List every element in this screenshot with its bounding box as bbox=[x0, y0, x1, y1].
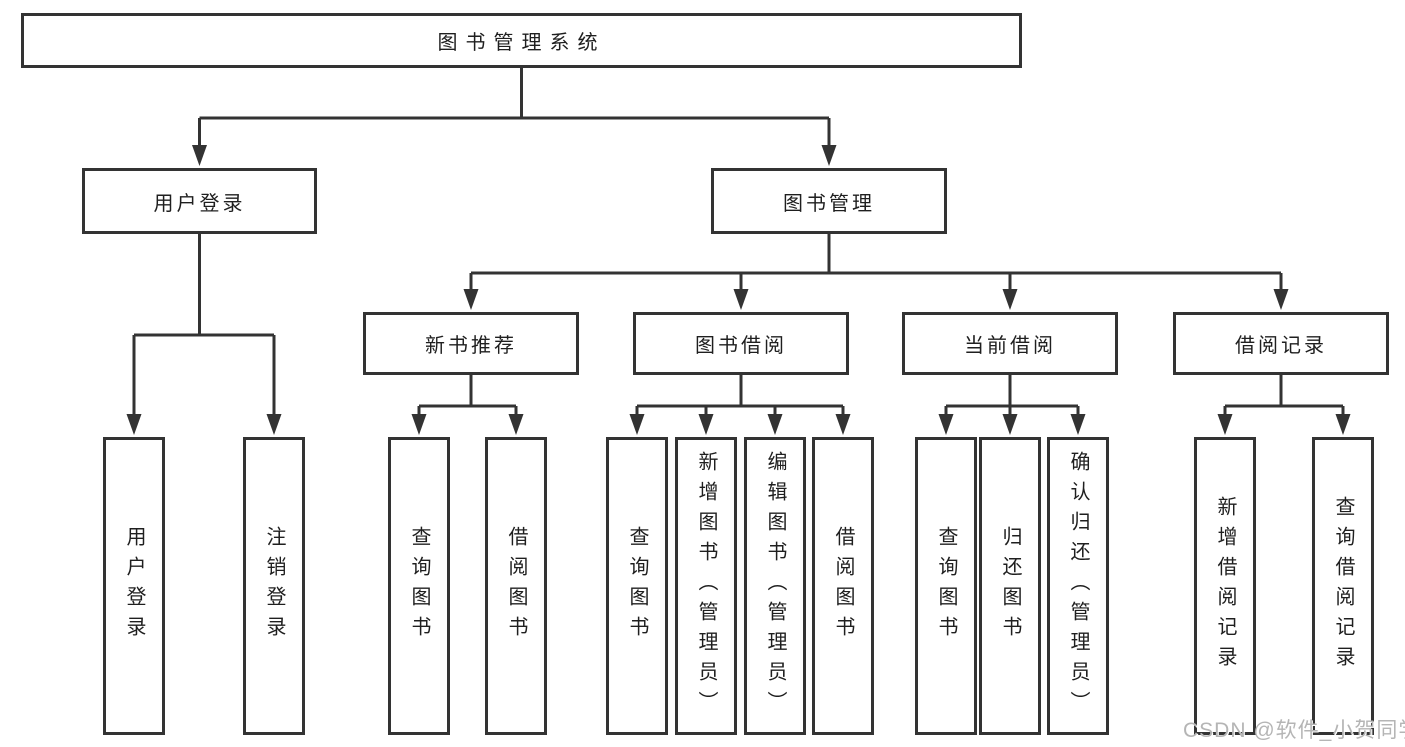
node-book-management-label: 图书管理 bbox=[783, 192, 875, 215]
leaf-add-borrow-record-label: 新增借阅记录 bbox=[1214, 496, 1236, 676]
arrowhead bbox=[821, 145, 837, 166]
leaf-edit-books-admin: 编辑图书（管理员） bbox=[744, 437, 806, 735]
arrowhead bbox=[266, 414, 282, 435]
node-root-label: 图书管理系统 bbox=[437, 32, 606, 54]
node-book-borrow: 图书借阅 bbox=[633, 312, 849, 375]
leaf-edit-books-admin-label: 编辑图书（管理员） bbox=[764, 451, 786, 721]
leaf-query-books-recommend-label: 查询图书 bbox=[408, 526, 430, 646]
leaf-query-books-current-label: 查询图书 bbox=[935, 526, 957, 646]
arrowhead bbox=[733, 289, 749, 310]
node-user-login: 用户登录 bbox=[82, 168, 317, 234]
arrowhead bbox=[629, 414, 645, 435]
arrowheads bbox=[126, 145, 1351, 435]
node-current-borrow: 当前借阅 bbox=[902, 312, 1118, 375]
leaf-borrow-books-label: 借阅图书 bbox=[832, 526, 854, 646]
node-user-login-label: 用户登录 bbox=[153, 192, 246, 215]
arrowhead bbox=[463, 289, 479, 310]
leaf-confirm-return-admin: 确认归还（管理员） bbox=[1047, 437, 1109, 735]
leaf-return-books: 归还图书 bbox=[979, 437, 1041, 735]
arrowhead bbox=[835, 414, 851, 435]
node-book-management: 图书管理 bbox=[711, 168, 947, 234]
node-book-borrow-label: 图书借阅 bbox=[695, 335, 787, 357]
arrowhead bbox=[1070, 414, 1086, 435]
node-current-borrow-label: 当前借阅 bbox=[964, 335, 1056, 357]
leaf-add-books-admin: 新增图书（管理员） bbox=[675, 437, 737, 735]
node-new-book-recommend: 新书推荐 bbox=[363, 312, 579, 375]
edge-lines bbox=[132, 68, 1345, 419]
arrowhead bbox=[698, 414, 714, 435]
leaf-user-login-label: 用户登录 bbox=[123, 526, 145, 646]
leaf-user-login: 用户登录 bbox=[103, 437, 165, 735]
leaf-borrow-books-recommend-label: 借阅图书 bbox=[505, 526, 527, 646]
leaf-query-books-recommend: 查询图书 bbox=[388, 437, 450, 735]
arrowhead bbox=[126, 414, 142, 435]
leaf-add-borrow-record: 新增借阅记录 bbox=[1194, 437, 1256, 735]
leaf-borrow-books-recommend: 借阅图书 bbox=[485, 437, 547, 735]
arrowhead bbox=[1002, 414, 1018, 435]
arrowhead bbox=[508, 414, 524, 435]
leaf-query-borrow-record: 查询借阅记录 bbox=[1312, 437, 1374, 735]
node-borrow-records: 借阅记录 bbox=[1173, 312, 1389, 375]
arrowhead bbox=[767, 414, 783, 435]
leaf-query-books-current: 查询图书 bbox=[915, 437, 977, 735]
arrowhead bbox=[1273, 289, 1289, 310]
arrowhead bbox=[192, 145, 207, 166]
arrowhead bbox=[938, 414, 954, 435]
leaf-query-books-borrow-label: 查询图书 bbox=[626, 526, 648, 646]
leaf-borrow-books: 借阅图书 bbox=[812, 437, 874, 735]
node-new-book-recommend-label: 新书推荐 bbox=[425, 335, 517, 357]
leaf-logout-label: 注销登录 bbox=[263, 526, 285, 646]
node-root: 图书管理系统 bbox=[21, 13, 1022, 68]
arrowhead bbox=[1217, 414, 1233, 435]
arrowhead bbox=[411, 414, 427, 435]
node-borrow-records-label: 借阅记录 bbox=[1235, 335, 1327, 357]
arrowhead bbox=[1002, 289, 1018, 310]
leaf-add-books-admin-label: 新增图书（管理员） bbox=[695, 451, 717, 721]
arrowhead bbox=[1335, 414, 1351, 435]
leaf-confirm-return-admin-label: 确认归还（管理员） bbox=[1067, 451, 1089, 721]
watermark-text: CSDN @软件_小贺同学 bbox=[1183, 719, 1405, 742]
leaf-query-books-borrow: 查询图书 bbox=[606, 437, 668, 735]
leaf-logout: 注销登录 bbox=[243, 437, 305, 735]
leaf-return-books-label: 归还图书 bbox=[999, 526, 1021, 646]
leaf-query-borrow-record-label: 查询借阅记录 bbox=[1332, 496, 1354, 676]
